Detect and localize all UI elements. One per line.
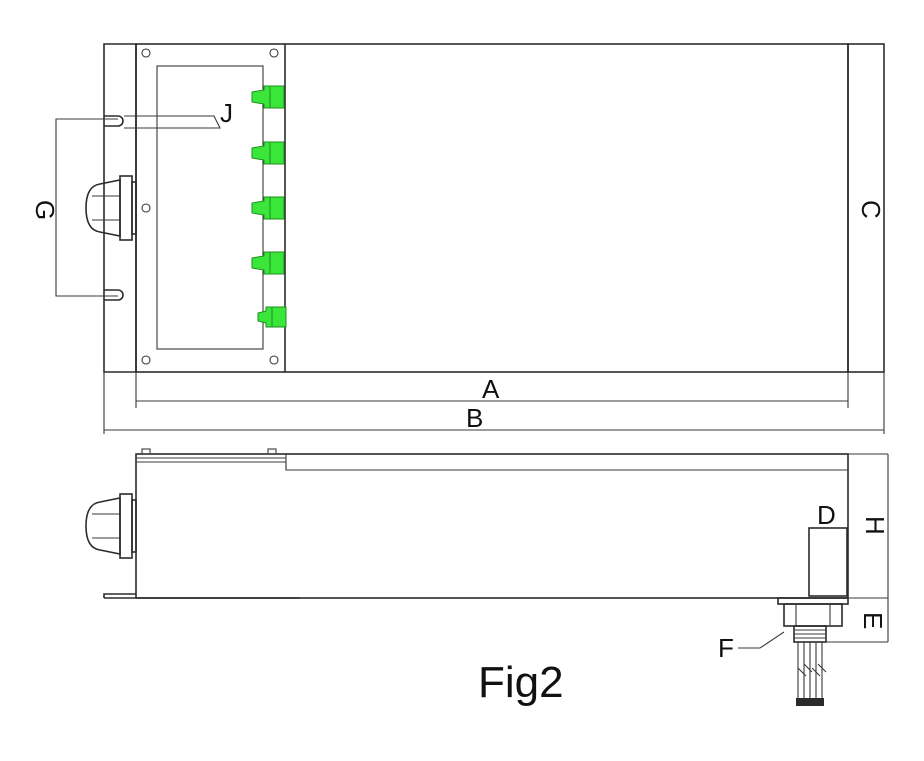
terminal-4 xyxy=(251,251,285,275)
label-h: H xyxy=(860,516,890,535)
terminal-5 xyxy=(257,306,287,328)
side-view: D H E xyxy=(85,448,890,706)
label-b: B xyxy=(466,403,483,433)
terminal-3 xyxy=(251,196,285,220)
cover-window xyxy=(156,65,264,350)
terminal-block xyxy=(251,85,287,328)
terminal-2 xyxy=(251,141,285,165)
connector-d-body xyxy=(808,527,848,597)
screw-hole-br xyxy=(269,355,279,365)
figure-caption: Fig2 xyxy=(478,658,564,707)
cable-wires xyxy=(796,642,827,706)
label-e: E xyxy=(858,612,888,629)
flange-slot-top xyxy=(104,115,124,127)
side-screw-left xyxy=(141,448,151,455)
cable-gland-side xyxy=(85,493,137,559)
dimension-j-line xyxy=(124,115,221,129)
side-screw-right xyxy=(267,448,277,455)
side-cover-step xyxy=(136,461,848,471)
screw-hole-bl xyxy=(141,355,151,365)
label-d: D xyxy=(817,500,836,530)
screw-hole-tr xyxy=(269,48,279,58)
dimension-g-line xyxy=(55,118,118,297)
flange-slot-bottom xyxy=(104,289,124,301)
label-a: A xyxy=(482,374,500,404)
screw-hole-tl xyxy=(141,48,151,58)
terminal-1 xyxy=(251,85,285,109)
label-j: J xyxy=(220,98,233,128)
screw-hole-ml xyxy=(141,203,151,213)
label-g: G xyxy=(30,200,60,220)
housing-body xyxy=(135,43,849,373)
top-view: J G C A B xyxy=(30,43,886,434)
label-c: C xyxy=(856,200,886,219)
side-housing xyxy=(135,453,849,599)
side-base-plate xyxy=(103,593,136,598)
cable-fitting xyxy=(777,597,849,643)
cable-gland-top xyxy=(85,175,137,241)
label-f: F xyxy=(718,633,734,663)
leader-f xyxy=(738,631,785,649)
